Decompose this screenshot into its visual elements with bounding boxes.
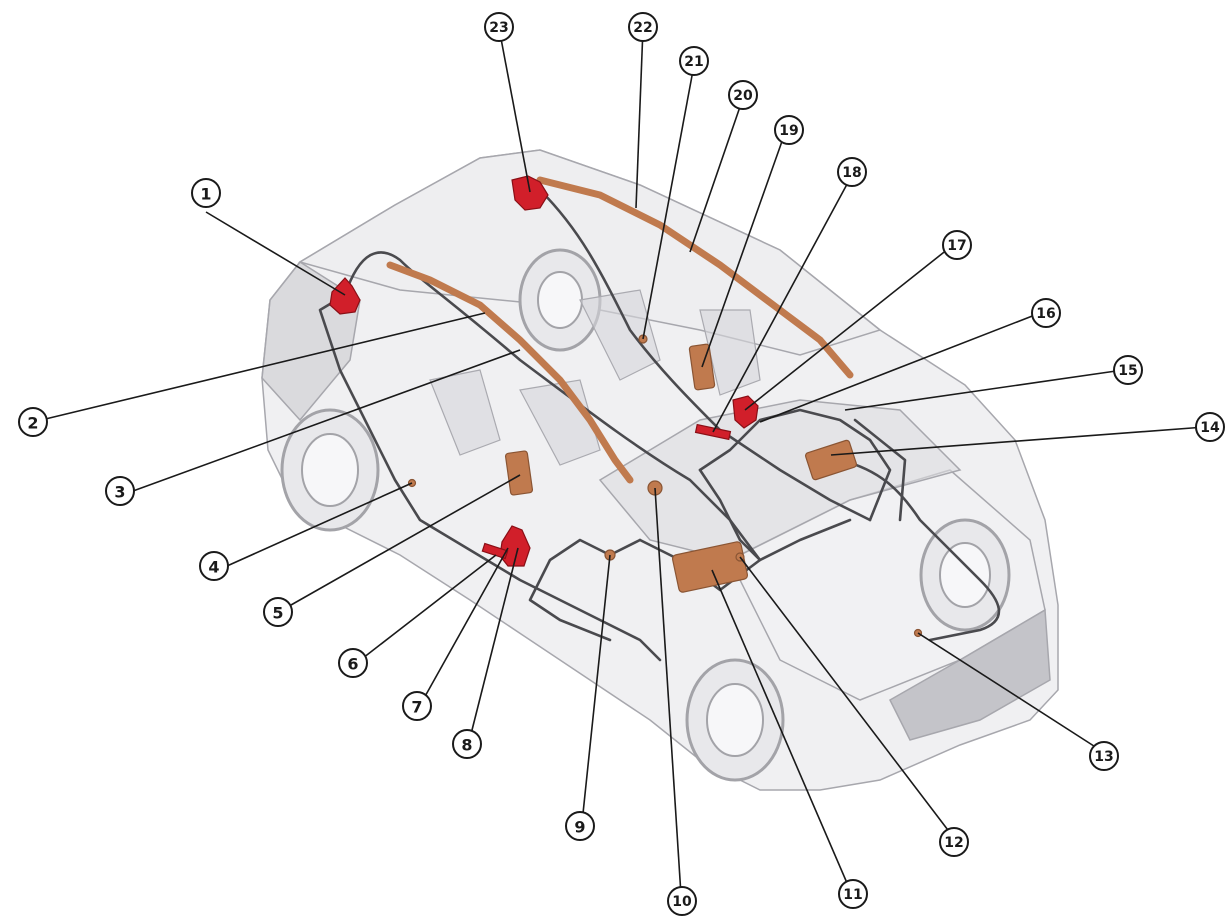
callout-1: 1 <box>192 179 220 207</box>
callout-label: 7 <box>411 698 422 717</box>
callout-17: 17 <box>943 231 971 259</box>
callout-2: 2 <box>19 408 47 436</box>
callout-label: 23 <box>489 20 508 36</box>
callout-label: 16 <box>1036 306 1055 322</box>
callout-label: 21 <box>684 54 703 70</box>
callout-label: 10 <box>672 894 692 910</box>
callout-label: 9 <box>574 818 585 837</box>
callout-10: 10 <box>668 887 696 915</box>
callout-label: 15 <box>1118 363 1137 379</box>
callout-3: 3 <box>106 477 134 505</box>
callout-22: 22 <box>629 13 657 41</box>
callout-label: 5 <box>272 604 283 623</box>
callout-label: 18 <box>842 165 861 181</box>
callout-label: 2 <box>27 414 38 433</box>
callout-14: 14 <box>1196 413 1224 441</box>
callout-5: 5 <box>264 598 292 626</box>
callout-label: 8 <box>461 736 472 755</box>
callout-11: 11 <box>839 880 867 908</box>
callout-label: 6 <box>347 655 358 674</box>
callout-19: 19 <box>775 116 803 144</box>
callout-21: 21 <box>680 47 708 75</box>
callout-6: 6 <box>339 649 367 677</box>
callout-8: 8 <box>453 730 481 758</box>
callout-label: 17 <box>947 238 966 254</box>
callout-label: 12 <box>944 835 963 851</box>
callout-label: 3 <box>114 483 125 502</box>
callout-label: 20 <box>733 88 753 104</box>
callout-label: 19 <box>779 123 798 139</box>
callout-18: 18 <box>838 158 866 186</box>
callout-label: 4 <box>208 558 219 577</box>
callout-4: 4 <box>200 552 228 580</box>
callout-16: 16 <box>1032 299 1060 327</box>
callout-20: 20 <box>729 81 757 109</box>
callout-label: 11 <box>843 887 862 903</box>
callout-23: 23 <box>485 13 513 41</box>
callout-9: 9 <box>566 812 594 840</box>
callout-label: 1 <box>200 185 211 204</box>
callout-12: 12 <box>940 828 968 856</box>
callout-7: 7 <box>403 692 431 720</box>
callout-label: 14 <box>1200 420 1220 436</box>
callout-15: 15 <box>1114 356 1142 384</box>
callout-13: 13 <box>1090 742 1118 770</box>
callout-label: 22 <box>633 20 652 36</box>
callout-label: 13 <box>1094 749 1113 765</box>
leader-22 <box>636 28 643 208</box>
